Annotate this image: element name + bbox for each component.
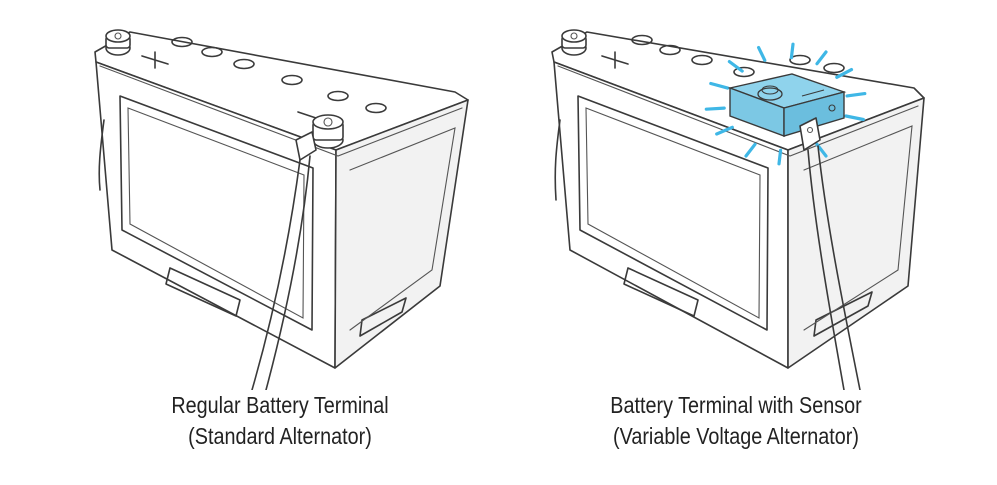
sensor-battery-panel: Battery Terminal with Sensor (Variable V… — [462, 0, 960, 485]
glow-ray — [844, 114, 865, 122]
plus-symbol — [141, 51, 169, 69]
plus-symbol — [601, 51, 629, 69]
battery-body — [551, 31, 925, 369]
glow-ray — [727, 59, 744, 73]
caption-line-1: Regular Battery Terminal — [171, 392, 389, 418]
glow-ray — [757, 45, 767, 62]
glow-ray — [777, 148, 783, 166]
battery-cables — [98, 119, 311, 390]
regular-battery-illustration — [94, 29, 469, 390]
glow-ray — [789, 42, 795, 60]
sensor-battery-caption: Battery Terminal with Sensor (Variable V… — [555, 390, 916, 452]
glow-ray — [744, 142, 757, 158]
positive-terminal — [105, 29, 131, 56]
glow-ray — [704, 106, 726, 111]
negative-terminal — [295, 114, 344, 161]
battery-cables — [554, 119, 861, 390]
battery-body — [94, 31, 469, 369]
caption-line-1: Battery Terminal with Sensor — [610, 392, 862, 418]
glow-ray — [709, 81, 730, 90]
terminal-sensor — [727, 73, 847, 138]
regular-battery-caption: Regular Battery Terminal (Standard Alter… — [99, 390, 460, 452]
regular-battery-panel: Regular Battery Terminal (Standard Alter… — [0, 0, 498, 485]
caption-line-2: (Standard Alternator) — [188, 423, 372, 449]
caption-line-2: (Variable Voltage Alternator) — [613, 423, 859, 449]
sensor-battery-illustration — [551, 29, 925, 390]
negative-terminal-clamp — [799, 117, 821, 151]
vent-caps — [631, 34, 845, 78]
sensor-glow-rays — [704, 42, 867, 166]
glow-ray — [815, 50, 828, 66]
glow-ray — [715, 125, 734, 136]
positive-terminal — [561, 29, 587, 56]
glow-ray — [845, 91, 867, 98]
glow-ray — [835, 67, 854, 79]
vent-caps — [171, 36, 387, 114]
